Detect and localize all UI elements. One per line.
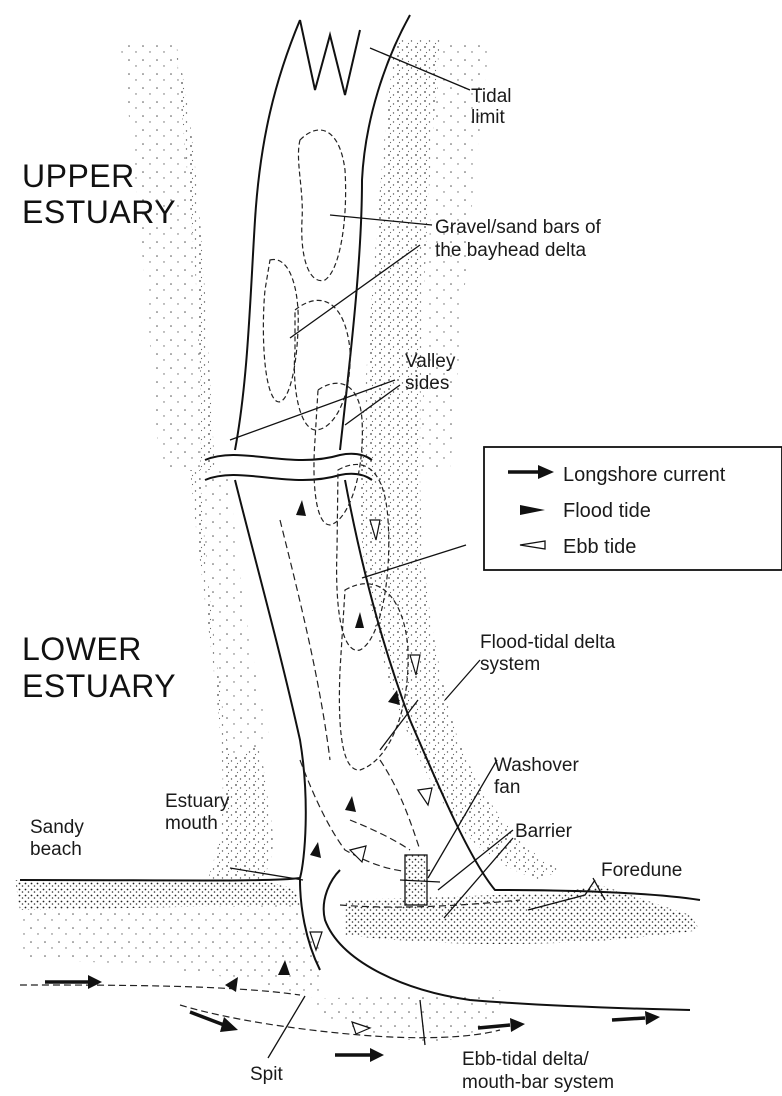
flood-arrowhead <box>355 612 364 628</box>
ebb-delta-label-line1: Ebb-tidal delta/ <box>462 1049 589 1070</box>
washover-label-line1: Washover <box>494 755 579 776</box>
sandy-beach-label-line2: beach <box>30 839 82 860</box>
flood-arrowhead <box>225 977 238 992</box>
flood-arrowhead <box>310 842 321 858</box>
bayhead-bars-label-line2: the bayhead delta <box>435 240 587 261</box>
washover-label-line2: fan <box>494 777 520 798</box>
longshore-arrow <box>335 1048 384 1062</box>
flood-arrowhead <box>296 500 306 516</box>
longshore-arrow <box>45 975 102 989</box>
bayhead-bars <box>263 130 350 430</box>
legend: Longshore current Flood tide Ebb tide <box>484 447 782 570</box>
barrier-label: Barrier <box>515 821 573 842</box>
longshore-arrow <box>612 1011 660 1025</box>
valley-sides-label-line1: Valley <box>405 351 456 372</box>
bayhead-bars-label-line1: Gravel/sand bars of <box>435 217 602 238</box>
tidal-limit-label-line2: limit <box>471 107 505 128</box>
flood-arrowhead <box>345 796 356 812</box>
legend-ebb-label: Ebb tide <box>563 536 636 558</box>
flood-delta-label-line2: system <box>480 654 540 675</box>
longshore-arrow <box>190 1012 238 1032</box>
valley-sides-label-line2: sides <box>405 373 449 394</box>
estuary-mouth-label-line1: Estuary <box>165 791 230 812</box>
legend-flood-label: Flood tide <box>563 500 651 522</box>
ebb-delta-label-line2: mouth-bar system <box>462 1072 614 1093</box>
upper-estuary-title-line1: UPPER <box>22 158 135 194</box>
lower-estuary-title-line2: ESTUARY <box>22 668 176 704</box>
ebb-arrowhead <box>418 788 432 805</box>
tidal-limit-label-line1: Tidal <box>471 86 511 107</box>
legend-longshore-label: Longshore current <box>563 464 726 486</box>
foredune-label: Foredune <box>601 860 682 881</box>
estuary-mouth-label-line2: mouth <box>165 813 218 834</box>
upper-estuary-title-line2: ESTUARY <box>22 194 176 230</box>
lower-estuary-title-line1: LOWER <box>22 631 142 667</box>
flood-delta-label-line1: Flood-tidal delta <box>480 632 616 653</box>
sandy-beach-label-line1: Sandy <box>30 817 84 838</box>
spit-label: Spit <box>250 1064 283 1085</box>
